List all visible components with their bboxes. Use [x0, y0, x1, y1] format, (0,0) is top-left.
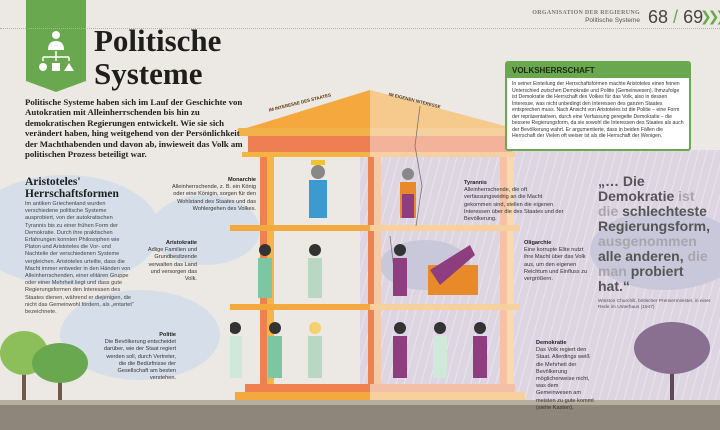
- form-text: Eine korrupte Elite nutzt ihre Macht übe…: [524, 247, 588, 283]
- form-name: Tyrannis: [464, 180, 487, 186]
- section-heading: Aristoteles'Herrschaftsformen: [25, 176, 119, 200]
- heading-line: Aristoteles': [25, 176, 81, 188]
- form-name: Politie: [159, 332, 176, 338]
- page-separator: /: [673, 7, 679, 27]
- intro-text: Politische Systeme haben sich im Lauf de…: [25, 97, 243, 160]
- tyrant-figure: [400, 168, 416, 218]
- democracy-figures: [393, 322, 487, 378]
- info-box: VOLKSHERRSCHAFT In seiner Einteilung der…: [505, 61, 691, 151]
- form-name: Aristokratie: [165, 240, 197, 246]
- quote-part: alle anderen,: [598, 248, 688, 264]
- title-line: Systeme: [94, 56, 203, 91]
- hierarchy-icon: [39, 31, 74, 71]
- form-name: Monarchie: [228, 177, 256, 183]
- form-name: Demokratie: [536, 340, 567, 346]
- aristocrat-figures: [258, 244, 322, 298]
- title-line: Politische: [94, 23, 222, 58]
- ground-edge: [0, 400, 720, 406]
- figures-illustration: [230, 160, 487, 378]
- quote-part: „… Die Demokratie: [598, 173, 679, 204]
- info-box-text: In seiner Einteilung der Herrschaftsform…: [512, 81, 684, 139]
- chevron-right-triple-icon: ❯❯❯: [700, 9, 720, 25]
- quote: „… Die Demokratie ist die schlechteste R…: [598, 174, 716, 294]
- title-banner: [26, 0, 86, 92]
- page-left: 68: [648, 7, 669, 27]
- quote-part: ausgenommen: [598, 233, 697, 249]
- cloud: [590, 210, 720, 290]
- quote-part: ist die: [598, 188, 695, 219]
- info-box-title: VOLKSHERRSCHAFT: [507, 63, 689, 78]
- form-text: Das Volk regiert den Staat. Allerdings w…: [536, 347, 594, 411]
- ground: [0, 405, 720, 430]
- monarch-figure: [309, 160, 327, 218]
- tree-right-illustration: [634, 322, 710, 403]
- form-text: Alleinherrschende, z. B. ein König oder …: [172, 184, 256, 212]
- section-title: ORGANISATION DER REGIERUNG: [532, 10, 640, 16]
- polity-figures: [230, 322, 322, 378]
- oligarch-figures: [393, 244, 478, 296]
- form-text: Adlige Familien und Grundbesitzende verw…: [147, 247, 197, 283]
- quote-part: probiert hat.“: [598, 263, 684, 294]
- form-text: Die Bevölkerung entscheidet darüber, wie…: [103, 339, 176, 382]
- cloud: [0, 175, 160, 285]
- trees-illustration: [0, 331, 88, 403]
- form-text: Alleinherrschende, die oft verfassungswi…: [464, 187, 564, 223]
- quote-block: „… Die Demokratie ist die schlechteste R…: [598, 174, 716, 311]
- form-name: Oligarchie: [524, 240, 552, 246]
- header-divider: [0, 28, 720, 29]
- heading-line: Herrschaftsformen: [25, 188, 119, 200]
- quote-attribution: Winston Churchill, britischer Premiermin…: [598, 299, 711, 310]
- section-text: Im antiken Griechenland wurden verschied…: [25, 201, 134, 316]
- page-right: 69: [683, 7, 704, 27]
- quote-part: die man: [598, 248, 708, 279]
- quote-part: schlechteste Regierungsform,: [598, 203, 711, 234]
- page-numbers: 68 / 69: [648, 7, 703, 27]
- subsection-title: Politische Systeme: [585, 17, 640, 24]
